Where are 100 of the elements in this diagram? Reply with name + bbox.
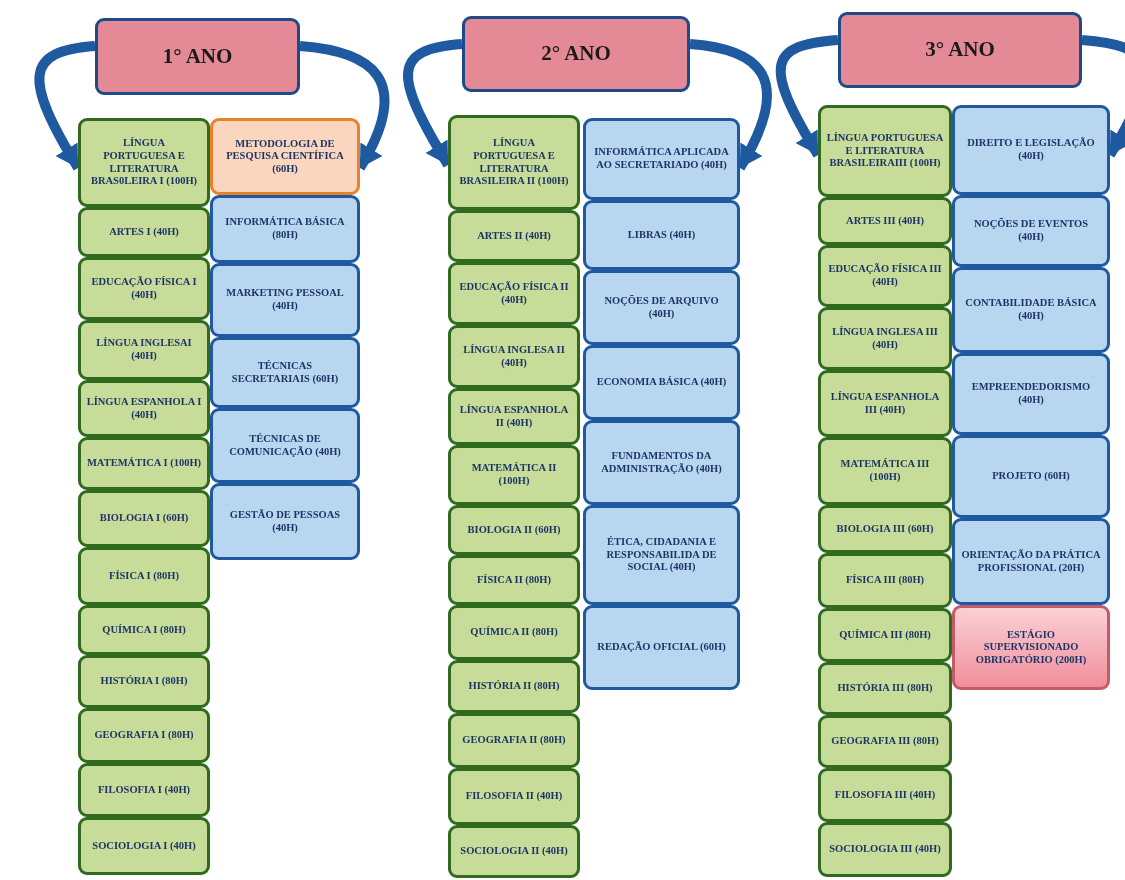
subject-box — [818, 505, 952, 553]
subject-label: LÍNGUA INGLESAI (40H) — [95, 337, 193, 363]
subject-label: SOCIOLOGIA III (40H) — [829, 843, 941, 856]
subject-box — [818, 105, 952, 197]
subject-box — [448, 605, 580, 660]
subject-label: LÍNGUA ESPANHOLA III (40H) — [829, 390, 941, 417]
subject-box — [210, 408, 360, 483]
subject-box — [952, 518, 1110, 605]
subject-box — [818, 197, 952, 245]
subject-box — [78, 655, 210, 708]
subject-box — [78, 207, 210, 257]
subject-box — [583, 270, 740, 345]
subject-box — [448, 768, 580, 825]
curved-arrow — [34, 41, 96, 171]
subject-label: TÉCNICAS SECRETARIAIS (60H) — [230, 359, 340, 386]
subject-box — [210, 483, 360, 560]
subject-box — [78, 817, 210, 875]
subject-label: MATEMÁTICA II (100H) — [470, 462, 558, 488]
subject-box — [952, 605, 1110, 690]
subject-box — [210, 118, 360, 195]
subject-label: ECONOMIA BÁSICA (40H) — [596, 376, 727, 389]
subject-label: REDAÇÃO OFICIAL (60H) — [597, 641, 726, 654]
curved-arrow — [1081, 35, 1125, 158]
year-header-box — [838, 12, 1082, 88]
subject-box — [818, 437, 952, 505]
subject-box — [78, 708, 210, 763]
subject-box — [78, 490, 210, 547]
subject-box — [952, 435, 1110, 518]
subject-box — [818, 662, 952, 715]
subject-box — [448, 115, 580, 210]
subject-label: TÉCNICAS DE COMUNICAÇÃO (40H) — [228, 432, 342, 459]
subject-label: SOCIOLOGIA I (40H) — [92, 839, 196, 853]
subject-box — [583, 505, 740, 605]
subject-label: LÍNGUA PORTUGUESA E LITERATURA BRAS0LEIRA I (100H) — [89, 137, 199, 188]
subject-label: METODOLOGIA DE PESQUISA CIENTÍFICA (60H) — [225, 137, 345, 176]
subject-label: NOÇÕES DE ARQUIVO (40H) — [603, 294, 720, 321]
subject-label: FÍSICA II (80H) — [476, 573, 552, 587]
subject-label: EDUCAÇÃO FÍSICA I (40H) — [90, 275, 198, 302]
subject-box — [78, 118, 210, 207]
subject-box — [448, 210, 580, 262]
subject-box — [448, 388, 580, 445]
subject-box — [818, 370, 952, 437]
subject-box — [583, 118, 740, 200]
subject-label: MATEMÁTICA III (100H) — [839, 458, 931, 484]
subject-box — [210, 195, 360, 263]
subject-box — [78, 437, 210, 490]
subject-label: QUÍMICA III (80H) — [839, 628, 931, 642]
subject-box — [818, 715, 952, 768]
subject-label: ORIENTAÇÃO DA PRÁTICA PROFISSIONAL (20H) — [960, 548, 1102, 575]
subject-box — [952, 267, 1110, 353]
subject-box — [818, 553, 952, 608]
subject-label: NOÇÕES DE EVENTOS (40H) — [972, 218, 1090, 244]
subject-box — [448, 505, 580, 555]
subject-label: QUÍMICA I (80H) — [102, 623, 186, 637]
subject-label: ARTES I (40H) — [109, 225, 179, 239]
subject-box — [448, 660, 580, 713]
subject-label: BIOLOGIA I (60H) — [99, 512, 189, 525]
subject-box — [583, 200, 740, 270]
subject-label: BIOLOGIA II (60H) — [467, 523, 561, 537]
subject-box — [78, 763, 210, 817]
subject-box — [78, 380, 210, 437]
subject-box — [210, 263, 360, 337]
subject-label: LÍNGUA PORTUGUESA E LITERATURA BRASILEIRA II (100H) — [458, 137, 570, 188]
subject-label: ESTÁGIO SUPERVISIONADO OBRIGATÓRIO (200H) — [974, 628, 1088, 667]
subject-label: LÍNGUA INGLESA II (40H) — [462, 343, 566, 370]
subject-label: HISTÓRIA II (80H) — [468, 680, 560, 693]
subject-label: ÉTICA, CIDADANIA E RESPONSABILIDA DE SOCIAL (40H) — [605, 536, 718, 574]
subject-label: LÍNGUA ESPANHOLA II (40H) — [458, 403, 570, 430]
curved-arrow — [299, 41, 390, 171]
subject-box — [952, 353, 1110, 435]
subject-box — [818, 245, 952, 307]
subject-label: FÍSICA III (80H) — [845, 574, 925, 587]
subject-label: FILOSOFIA I (40H) — [97, 783, 191, 797]
subject-label: ARTES III (40H) — [846, 214, 924, 228]
subject-label: GESTÃO DE PESSOAS (40H) — [228, 508, 342, 535]
subject-box — [448, 325, 580, 388]
subject-box — [583, 345, 740, 420]
curved-arrow — [775, 35, 839, 158]
subject-label: GEOGRAFIA II (80H) — [462, 734, 566, 747]
subject-label: FUNDAMENTOS DA ADMINISTRAÇÃO (40H) — [600, 449, 723, 476]
subject-box — [818, 307, 952, 370]
subject-label: LIBRAS (40H) — [627, 228, 696, 242]
subject-label: BIOLOGIA III (60H) — [836, 522, 934, 536]
year-title: 1° ANO — [162, 43, 233, 70]
subject-label: CONTABILIDADE BÁSICA (40H) — [964, 297, 1098, 323]
subject-label: EDUCAÇÃO FÍSICA III (40H) — [827, 263, 943, 289]
subject-box — [78, 320, 210, 380]
subject-label: FILOSOFIA II (40H) — [465, 790, 563, 803]
subject-label: LÍNGUA ESPANHOLA I (40H) — [86, 395, 202, 422]
subject-label: EMPREENDEDORISMO (40H) — [970, 381, 1092, 407]
subject-label: MARKETING PESSOAL (40H) — [225, 287, 345, 313]
subject-box — [448, 445, 580, 505]
year-title: 2° ANO — [541, 41, 611, 67]
curved-arrow — [403, 39, 463, 168]
subject-label: SOCIOLOGIA II (40H) — [460, 845, 568, 858]
year-title: 3° ANO — [925, 37, 995, 63]
subject-label: FILOSOFIA III (40H) — [834, 788, 936, 802]
year-header-box — [95, 18, 300, 95]
subject-label: PROJETO (60H) — [992, 470, 1070, 483]
subject-box — [583, 420, 740, 505]
